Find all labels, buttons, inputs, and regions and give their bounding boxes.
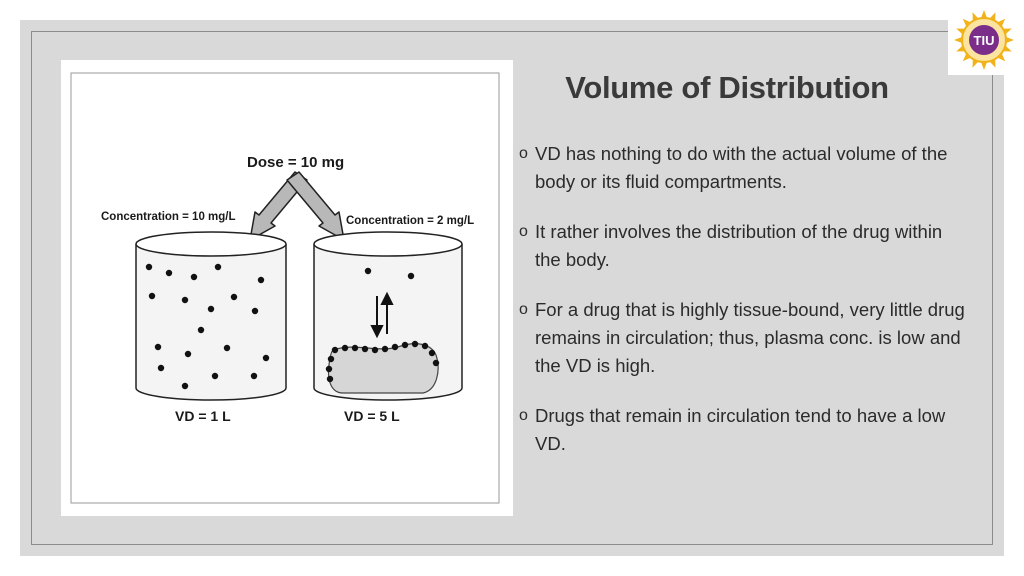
bullet-marker-icon: o <box>519 223 528 240</box>
tissue-compartment <box>327 343 439 394</box>
figure-svg: Dose = 10 mg Concentration = 10 mg/L Con… <box>70 72 500 504</box>
bullet-item: o Drugs that remain in circulation tend … <box>519 402 967 458</box>
bullet-marker-icon: o <box>519 407 528 424</box>
bullet-text: Drugs that remain in circulation tend to… <box>535 405 946 454</box>
logo-text: TIU <box>974 33 995 48</box>
dose-label: Dose = 10 mg <box>247 154 344 171</box>
bullet-list: o VD has nothing to do with the actual v… <box>519 140 967 458</box>
bullet-item: o It rather involves the distribution of… <box>519 218 967 274</box>
right-dose-arrow-icon <box>286 171 345 241</box>
slide-frame <box>31 31 993 545</box>
right-concentration-label: Concentration = 2 mg/L <box>346 215 474 227</box>
bullet-marker-icon: o <box>519 301 528 318</box>
left-beaker <box>135 231 287 401</box>
bullet-text: It rather involves the distribution of t… <box>535 221 943 270</box>
university-emblem-icon: TIU <box>954 10 1014 70</box>
equilibrium-arrows-icon <box>370 291 394 339</box>
volume-distribution-figure: Dose = 10 mg Concentration = 10 mg/L Con… <box>61 60 513 516</box>
bullet-item: o VD has nothing to do with the actual v… <box>519 140 967 196</box>
university-logo: TIU <box>948 7 1021 75</box>
left-vd-label: VD = 1 L <box>175 408 231 424</box>
slide-title: Volume of Distribution <box>565 70 889 105</box>
bullet-marker-icon: o <box>519 145 528 162</box>
left-concentration-label: Concentration = 10 mg/L <box>101 211 236 223</box>
bullet-text: For a drug that is highly tissue-bound, … <box>535 299 965 376</box>
bullet-text: VD has nothing to do with the actual vol… <box>535 143 948 192</box>
bound-drug-dots <box>325 340 440 383</box>
right-vd-label: VD = 5 L <box>344 408 400 424</box>
right-beaker <box>313 231 463 401</box>
bullet-item: o For a drug that is highly tissue-bound… <box>519 296 967 380</box>
